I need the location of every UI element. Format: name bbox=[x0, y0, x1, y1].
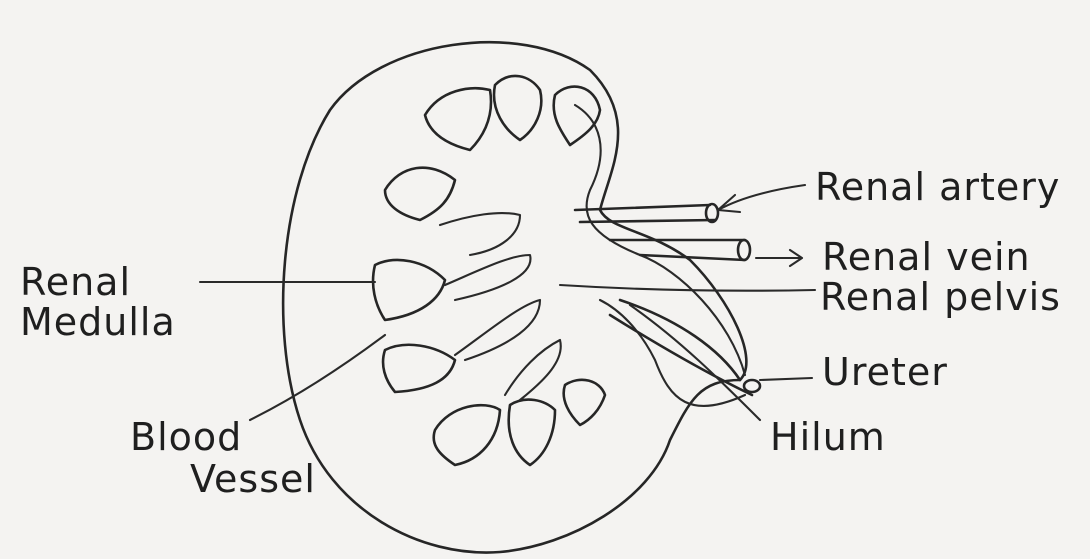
blood-vessel-channel-2 bbox=[445, 255, 530, 300]
blood-vessel-channel-4 bbox=[505, 340, 561, 400]
label-renal-medulla-line2: Medulla bbox=[20, 300, 176, 344]
blood-vessel-channel-3 bbox=[455, 300, 540, 360]
medulla-pyramid-4 bbox=[385, 168, 455, 220]
blood-vessel-channel-1 bbox=[440, 213, 520, 255]
label-ureter: Ureter bbox=[822, 350, 948, 394]
medulla-pyramid-8 bbox=[509, 400, 555, 465]
renal-vein-opening bbox=[738, 240, 750, 260]
medulla-pyramid-9 bbox=[564, 380, 605, 425]
ureter-leader bbox=[760, 378, 812, 380]
blood-vessel-leader bbox=[250, 335, 385, 420]
label-renal-medulla-line1: Renal bbox=[20, 260, 131, 304]
medulla-pyramid-3 bbox=[554, 87, 600, 145]
medulla-pyramid-7 bbox=[434, 405, 500, 465]
label-hilum: Hilum bbox=[770, 415, 886, 459]
ureter-opening bbox=[744, 380, 760, 392]
label-renal-pelvis: Renal pelvis bbox=[820, 275, 1061, 319]
medulla-pyramid-2 bbox=[494, 76, 541, 140]
medulla-pyramid-6 bbox=[383, 345, 455, 392]
medulla-pyramid-5 bbox=[373, 260, 445, 320]
renal-artery-vessel bbox=[575, 205, 715, 222]
label-blood-vessel-line2: Vessel bbox=[190, 457, 316, 501]
kidney-outer-outline bbox=[283, 42, 746, 552]
label-renal-artery: Renal artery bbox=[815, 165, 1060, 209]
medulla-pyramid-1 bbox=[425, 88, 491, 150]
label-blood-vessel-line1: Blood bbox=[130, 415, 242, 459]
label-renal-vein: Renal vein bbox=[822, 235, 1031, 279]
